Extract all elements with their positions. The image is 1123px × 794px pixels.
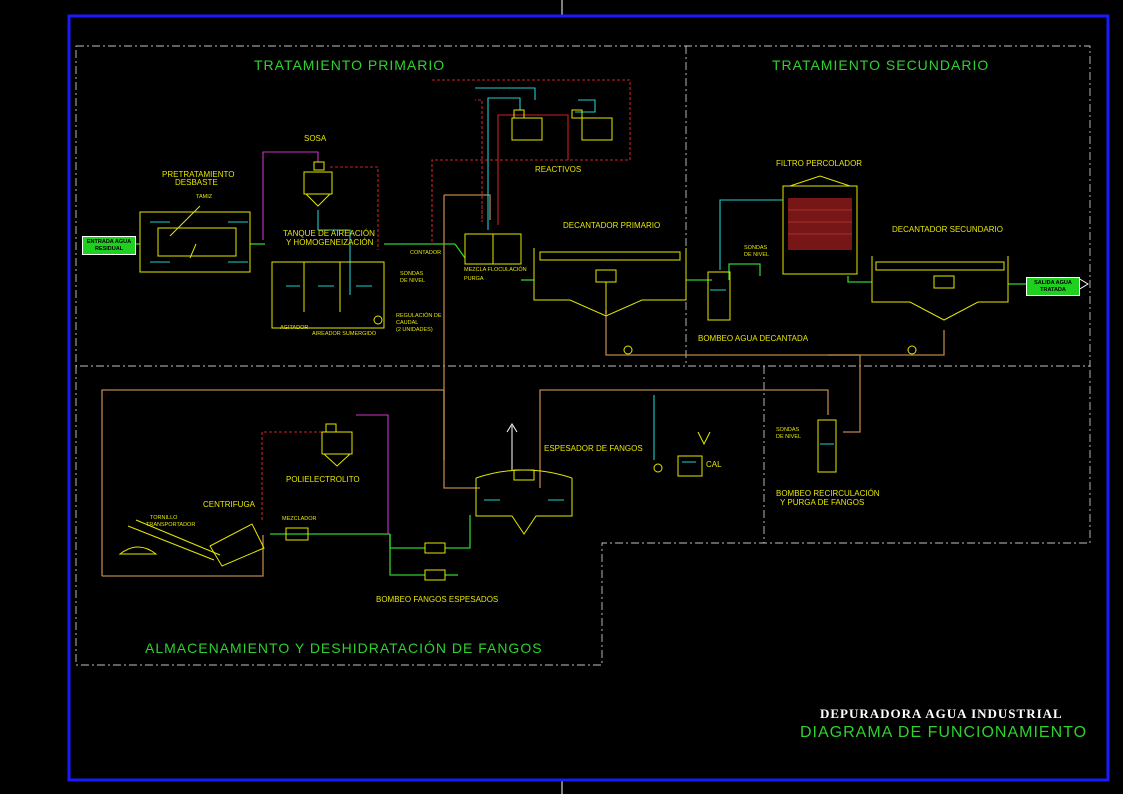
sludge-lines [101,194,945,577]
label-reactivos: REACTIVOS [535,165,582,174]
outer-frame [67,14,1110,782]
section-title-secondary: TRATAMIENTO SECUNDARIO [772,57,990,73]
label-sondas-1: SONDAS [400,271,424,277]
label-purga: PURGA [464,276,484,282]
label-recirculacion-2: Y PURGA DE FANGOS [780,498,865,507]
vent-arrow [506,423,518,470]
title-block-subtitle: DIAGRAMA DE FUNCIONAMIENTO [800,724,1088,741]
equipment [118,109,1009,581]
label-sondas-2: DE NIVEL [400,278,426,284]
percolator-media [788,198,852,250]
label-decantador-secundario: DECANTADOR SECUNDARIO [892,225,1003,234]
label-polielectrolito: POLIELECTROLITO [286,475,360,484]
inlet-tag: ENTRADA AGUA RESIDUAL [82,236,136,256]
title-block-name: DEPURADORA AGUA INDUSTRIAL [820,706,1063,721]
label-contador: CONTADOR [410,250,442,256]
water-level-marks [150,221,834,501]
section-title-sludge: ALMACENAMIENTO Y DESHIDRATACIÓN DE FANGO… [145,640,543,656]
label-sondas-b-1: SONDAS [744,245,768,251]
label-aeration-1: TANQUE DE AIREACIÓN [283,229,375,238]
label-sosa: SOSA [304,134,327,143]
label-espesador: ESPESADOR DE FANGOS [544,444,643,453]
label-decantador-primario: DECANTADOR PRIMARIO [563,221,661,230]
reagent-lines [261,79,783,534]
label-cal: CAL [706,460,722,469]
label-regulacion-3: (2 UNIDADES) [396,327,433,333]
label-tornillo-1: TORNILLO [150,515,178,521]
label-desbaste: DESBASTE [175,178,218,187]
outlet-tag: SALIDA AGUA TRATADA [1026,277,1080,297]
water-lines [129,243,1026,576]
label-bombeo-espesados: BOMBEO FANGOS ESPESADOS [376,595,499,604]
label-centrifuga: CENTRIFUGA [203,500,255,509]
label-sondas-c-1: SONDAS [776,427,800,433]
label-sondas-c-2: DE NIVEL [776,434,802,440]
label-tornillo-2: TRANSPORTADOR [146,522,196,528]
section-boundaries [75,45,1091,666]
label-regulacion-1: REGULACIÓN DE [396,313,442,319]
label-bombeo-decantada: BOMBEO AGUA DECANTADA [698,334,809,343]
label-filtro-percolador: FILTRO PERCOLADOR [776,159,863,168]
label-agitador: AGITADOR [280,325,309,331]
label-regulacion-2: CAUDAL [396,320,419,326]
label-aireador: AIREADOR SUMERGIDO [312,331,377,337]
label-pretreatment: PRETRATAMIENTO [162,170,235,179]
percolator-media-hatch [788,209,852,235]
label-floculacion: MEZCLA FLOCULACIÓN [464,267,527,273]
label-recirculacion-1: BOMBEO RECIRCULACIÓN [776,489,880,498]
label-tamiz: TAMIZ [196,194,213,200]
section-title-primary: TRATAMIENTO PRIMARIO [254,57,446,73]
label-mezclador: MEZCLADOR [282,516,317,522]
label-sondas-b-2: DE NIVEL [744,252,770,258]
label-aeration-2: Y HOMOGENEIZACIÓN [286,238,374,247]
